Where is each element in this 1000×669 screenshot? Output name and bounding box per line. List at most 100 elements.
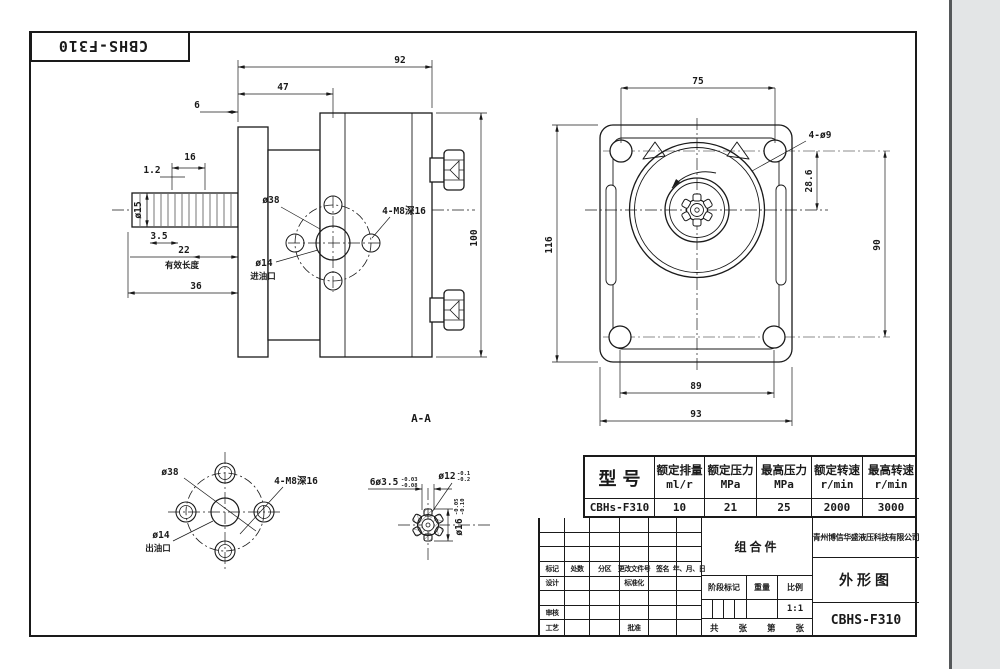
spec-table: 型号 额定排量 ml/r 额定压力 MPa 最高压力 MPa 额定转速 r/mi…: [583, 455, 919, 518]
sheet-unit-2: 张: [795, 623, 804, 633]
spec-col-rated-speed: 额定转速 r/min: [812, 457, 863, 499]
top-port-plug: [429, 149, 465, 191]
dim-shaft-dia: ø15: [133, 201, 144, 218]
dim-height: 100: [469, 229, 480, 246]
dim-hole-span-v: 90: [872, 239, 883, 251]
sheet-count-row: 共 张 第 张: [702, 619, 812, 637]
dia12-tol-lower: -0.2: [457, 477, 470, 483]
dim-thread-length: 16: [184, 152, 196, 163]
paper: [0, 0, 952, 669]
spec-model-header: 型号: [585, 457, 655, 499]
scale-label: 比例: [787, 583, 803, 592]
dim-key: 3.5: [150, 231, 167, 242]
dim-hole-span-h: 75: [692, 76, 704, 87]
inlet-label: 进油口: [250, 271, 276, 281]
spec-col-max-speed: 最高转速 r/min: [863, 457, 919, 499]
dim-chamfer: 1.2: [143, 165, 160, 176]
design-label: 设计: [540, 576, 565, 592]
spec-value-model: CBHs-F310: [585, 499, 655, 516]
rotation-arrow: [671, 171, 717, 189]
shaft: [131, 192, 239, 228]
side-thread-label: 4-M8深16: [382, 205, 426, 217]
revision-grid: 标记 处数 分区 更改文件号 签名 年、月、日 设计 标准化 审核 工艺 批准: [540, 518, 706, 635]
front-view-dimensions: [552, 86, 887, 426]
mount-hole: [609, 139, 633, 163]
rev-col-count: 处数: [565, 561, 590, 577]
cutout: [726, 141, 750, 160]
sheet-no-label: 第: [766, 623, 776, 633]
dim-flange-step: 6: [194, 100, 200, 111]
teeth-label: 6ø3.5: [370, 477, 399, 488]
outlet-label: 出油口: [145, 543, 171, 553]
scale-value: 1:1: [786, 604, 804, 614]
rear-bolt-circle-label: ø38: [161, 467, 178, 478]
standardization-label: 标准化: [620, 576, 649, 592]
dia12-tol-upper: -0.1: [457, 471, 471, 477]
dim-span-89: 89: [690, 381, 702, 392]
dim-height-116: 116: [544, 236, 555, 253]
dim-shaft-total: 36: [190, 281, 202, 292]
front-view: 75 4-ø9 28.6 90 116 89 93: [544, 76, 890, 426]
spec-col-max-pressure: 最高压力 MPa: [757, 457, 812, 499]
section-label: A-A: [411, 412, 431, 425]
outlet-dia-label: ø14: [152, 530, 169, 541]
rev-col-mark: 标记: [540, 561, 565, 577]
side-bolt-circle-label: ø38: [262, 195, 279, 206]
spline-gear: [412, 508, 444, 542]
shaft-boss: [628, 141, 766, 279]
dim-total-length: 92: [394, 55, 405, 66]
sheet-unit-1: 张: [738, 623, 747, 633]
mounting-flange: [237, 126, 269, 358]
weight-label: 重量: [747, 576, 778, 599]
spec-col-displacement: 额定排量 ml/r: [655, 457, 705, 499]
approve-label: 批准: [620, 620, 649, 635]
drawing-type: 外形图: [813, 558, 919, 603]
spline-section-view: A-A: [368, 412, 492, 562]
rev-col-zone: 分区: [590, 561, 620, 577]
corner-label-box: CBHS-F310: [29, 31, 190, 62]
title-block: 标记 处数 分区 更改文件号 签名 年、月、日 设计 标准化 审核 工艺 批准 …: [538, 518, 920, 637]
flange-outline: [599, 124, 793, 363]
rev-col-date: 年、月、日: [673, 561, 706, 577]
thread-holes: [175, 462, 275, 562]
holes-label: 4-ø9: [809, 130, 832, 141]
teeth-tol-upper: -0.03: [401, 477, 418, 483]
check-label: 审核: [540, 605, 565, 621]
spec-value-max-speed: 3000: [877, 501, 905, 514]
rear-port-view: ø38 4-M8深16 ø14 出油口: [145, 452, 318, 572]
rev-col-sign: 签名: [649, 561, 677, 577]
dim-center-offset: 28.6: [804, 169, 815, 192]
spec-value-rated-speed: 2000: [812, 499, 863, 516]
side-view-dimensions: [127, 60, 487, 358]
drawing-views: 92 47 6 16 1.2 ø15 3.5 22 有效长度 36 100 ø3…: [112, 55, 890, 572]
process-label: 工艺: [540, 620, 565, 635]
title-block-middle: 组合件 阶段标记 重量 比例 1:1 共 张 第 张: [702, 518, 812, 635]
mount-hole: [608, 325, 632, 349]
rev-col-docno: 更改文件号: [618, 561, 651, 577]
mount-hole: [762, 325, 786, 349]
spec-col-rated-pressure: 额定压力 MPa: [705, 457, 757, 499]
bottom-port-plug: [429, 289, 465, 331]
side-view: 92 47 6 16 1.2 ø15 3.5 22 有效长度 36 100 ø3…: [112, 55, 487, 358]
dia16-tol-lower: -0.10: [460, 498, 466, 515]
drawing-model: CBHS-F310: [830, 612, 902, 628]
company-name: 青州博信华盛液压科技有限公司: [813, 518, 920, 558]
assembly-label: 组合件: [702, 518, 812, 576]
sheet-total-label: 共: [710, 623, 719, 633]
dim-body-length: 47: [277, 82, 288, 93]
front-cover: [267, 149, 321, 341]
inlet-dia-label: ø14: [255, 258, 272, 269]
spec-value-rated-pressure: 21: [705, 499, 757, 516]
spec-value-displacement: 10: [655, 499, 705, 516]
outlet-port: [210, 497, 240, 527]
rear-thread-label: 4-M8深16: [274, 475, 318, 487]
drawing-frame: [29, 31, 917, 637]
stage-label: 阶段标记: [702, 576, 747, 599]
dim-width-93: 93: [690, 409, 702, 420]
title-block-right: 青州博信华盛液压科技有限公司 外形图 CBHS-F310: [812, 518, 920, 635]
spec-value-max-pressure: 25: [757, 499, 812, 516]
dim-effective: 22: [178, 245, 189, 256]
dia16-tol-upper: -0.05: [454, 498, 460, 515]
dia12-label: ø12: [438, 471, 455, 482]
